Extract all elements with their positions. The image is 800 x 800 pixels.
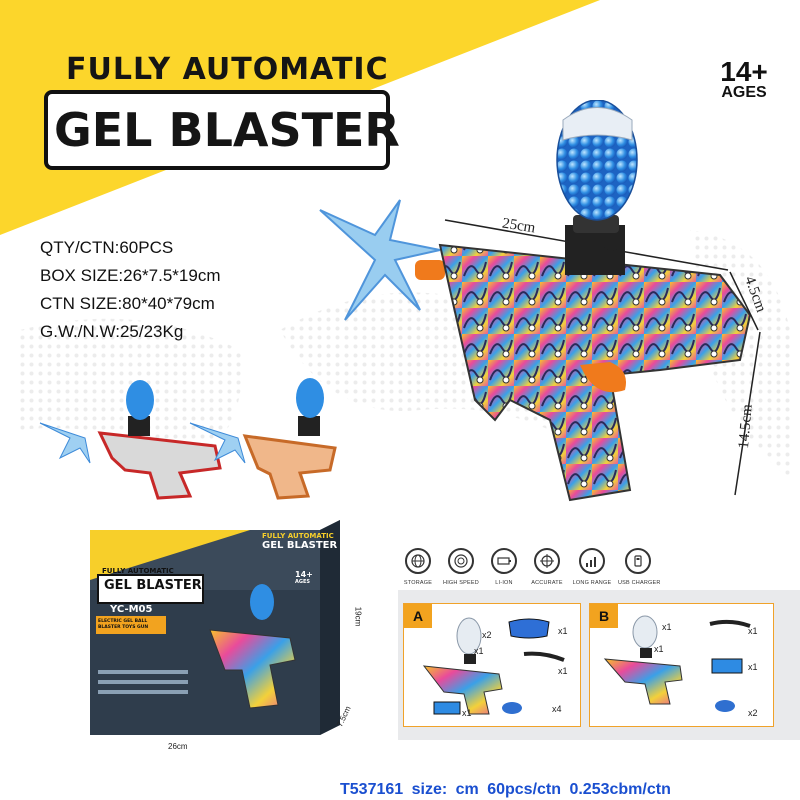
feature-li-ion: LI-ION <box>484 548 524 586</box>
package-box-art <box>90 520 340 735</box>
feature-long-range-label: LONG RANGE <box>572 580 612 586</box>
spec-weight: G.W./N.W:25/23Kg <box>40 322 184 341</box>
spec-ctn-size: CTN SIZE:80*40*79cm <box>40 294 215 313</box>
option-b-panel: B x1 x1 x1 x1 x2 <box>589 603 774 727</box>
pack-badge-line2: GEL BLASTER <box>262 540 338 551</box>
pack-age-number: 14+ <box>295 570 313 579</box>
pack-width-label: 26cm <box>168 742 188 751</box>
spec-qty: QTY/CTN:60PCS <box>40 238 174 257</box>
headline-gel-blaster: GEL BLASTER <box>54 103 400 157</box>
option-b-qty-battery: x1 <box>748 662 758 672</box>
spec-box-size: BOX SIZE:26*7.5*19cm <box>40 266 221 285</box>
package-box: FULLY AUTOMATIC GEL BLASTER FULLY AUTOMA… <box>90 520 340 735</box>
feature-usb-charger-label: USB CHARGER <box>618 580 661 586</box>
feature-usb-charger: USB CHARGER <box>618 548 661 586</box>
battery-icon <box>491 548 517 574</box>
option-b-qty-blaster: x1 <box>654 644 664 654</box>
feature-long-range: LONG RANGE <box>572 548 612 586</box>
range-icon <box>579 548 605 574</box>
pack-model: YC-M05 <box>110 604 153 615</box>
pack-brand-line2: GEL BLASTER <box>104 578 202 593</box>
feature-high-speed: HIGH SPEED <box>441 548 481 586</box>
option-b-contents <box>603 615 751 712</box>
option-b-tag: B <box>590 604 618 628</box>
target-icon <box>534 548 560 574</box>
footer-bar <box>328 778 800 800</box>
option-a-qty-blaster: x1 <box>474 646 484 656</box>
option-b-qty-cable: x1 <box>748 626 758 636</box>
feature-storage-label: STORAGE <box>403 580 433 586</box>
option-a-qty-beads-jar: x2 <box>482 630 492 640</box>
feature-accurate: ACCURATE <box>527 548 567 586</box>
globe-icon <box>405 548 431 574</box>
option-a-qty-goggles: x1 <box>558 626 568 636</box>
pack-brand-line1: FULLY AUTOMATIC <box>102 567 174 575</box>
speed-icon <box>448 548 474 574</box>
option-a-qty-cable: x1 <box>558 666 568 676</box>
option-a-qty-gel-beads: x4 <box>552 704 562 714</box>
feature-li-ion-label: LI-ION <box>495 580 513 586</box>
pack-tagline: ELECTRIC GEL BALL BLASTER TOYS GUN <box>98 619 149 630</box>
usb-icon <box>625 548 651 574</box>
feature-high-speed-label: HIGH SPEED <box>443 580 479 586</box>
option-b-qty-gel-beads: x2 <box>748 708 758 718</box>
option-a-panel: A x2 x1 x1 x1 x1 x4 <box>403 603 581 727</box>
footer-product-info: T537161 size: cm 60pcs/ctn 0.253cbm/ctn <box>340 781 671 798</box>
pack-badge-line1: FULLY AUTOMATIC <box>262 532 334 540</box>
age-number: 14+ <box>720 56 768 87</box>
headline-fully-automatic: FULLY AUTOMATIC <box>66 52 389 87</box>
option-a-contents <box>422 617 565 715</box>
feature-storage: STORAGE <box>398 548 438 586</box>
pack-age-label: AGES <box>295 579 310 585</box>
option-a-qty-battery: x1 <box>462 708 472 718</box>
feature-accurate-label: ACCURATE <box>531 580 563 586</box>
option-a-tag: A <box>404 604 432 628</box>
age-label: AGES <box>721 84 767 101</box>
headline-frame <box>44 90 390 170</box>
variant-blasters-image <box>39 378 337 500</box>
pack-height-label: 19cm <box>353 606 363 627</box>
main-blaster-image <box>319 100 761 502</box>
option-b-qty-beads-jar: x1 <box>662 622 672 632</box>
